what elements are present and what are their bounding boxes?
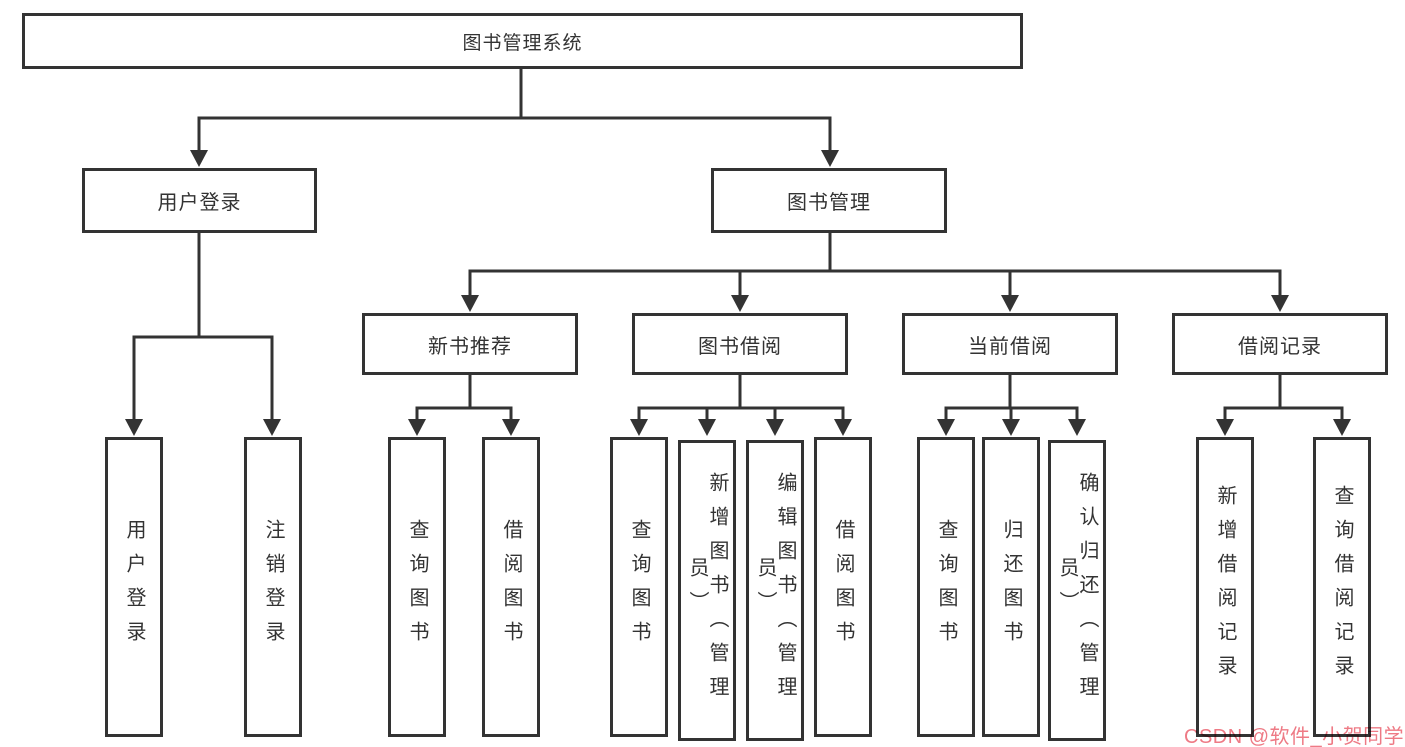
node-leaf-query-borrow-record: 查询借阅记录 [1313,437,1371,737]
arrowhead [1001,295,1019,312]
arrowhead [821,150,839,167]
node-label: 查询图书 [935,519,957,655]
node-current-borrow: 当前借阅 [902,313,1118,375]
arrowhead [630,419,648,436]
node-leaf-query-books-2: 查询图书 [610,437,668,737]
node-label: 新增借阅记录 [1214,485,1236,689]
node-library-management-system: 图书管理系统 [22,13,1023,69]
node-label: 图书借阅 [698,335,782,358]
node-label: 用户登录 [123,519,145,655]
arrowhead [408,419,426,436]
node-leaf-edit-books-admin: 编辑图书（管理员） [746,440,804,741]
node-label: 图书管理系统 [462,32,583,54]
node-label: 借阅图书 [832,519,854,655]
arrowhead [766,419,784,436]
node-borrow-records: 借阅记录 [1172,313,1388,375]
node-leaf-confirm-return-admin: 确认归还（管理员） [1048,440,1106,741]
node-leaf-add-books-admin: 新增图书（管理员） [678,440,736,741]
node-leaf-logout: 注销登录 [244,437,302,737]
arrowhead [731,295,749,312]
node-book-management-branch: 图书管理 [711,168,947,233]
arrowhead [502,419,520,436]
arrowhead [1333,419,1351,436]
arrowhead [1271,295,1289,312]
arrowhead [125,419,143,436]
node-label: 当前借阅 [968,335,1052,358]
arrowhead [461,295,479,312]
node-new-book-recommend: 新书推荐 [362,313,578,375]
node-leaf-query-books-3: 查询图书 [917,437,975,737]
arrowhead [263,419,281,436]
node-label: 编辑图书（管理员） [754,471,796,710]
node-label: 查询借阅记录 [1331,485,1353,689]
node-book-borrow: 图书借阅 [632,313,848,375]
node-label: 借阅记录 [1238,335,1322,358]
node-leaf-user-login: 用户登录 [105,437,163,737]
arrowhead [937,419,955,436]
arrowhead [698,419,716,436]
node-label: 查询图书 [628,519,650,655]
node-leaf-query-books-1: 查询图书 [388,437,446,737]
node-label: 确认归还（管理员） [1056,471,1098,710]
node-label: 用户登录 [157,192,242,214]
node-label: 借阅图书 [500,519,522,655]
node-label: 归还图书 [1000,519,1022,655]
arrowhead [1068,419,1086,436]
node-leaf-borrow-books-2: 借阅图书 [814,437,872,737]
csdn-watermark: CSDN @软件_小贺同学 [1184,726,1405,747]
node-label: 查询图书 [406,519,428,655]
arrowhead [1216,419,1234,436]
node-leaf-return-books: 归还图书 [982,437,1040,737]
node-leaf-add-borrow-record: 新增借阅记录 [1196,437,1254,737]
node-label: 新增图书（管理员） [686,471,728,710]
node-label: 新书推荐 [428,335,512,358]
arrowhead [1002,419,1020,436]
node-label: 注销登录 [262,519,284,655]
arrowhead [834,419,852,436]
node-label: 图书管理 [787,192,871,214]
node-leaf-borrow-books-1: 借阅图书 [482,437,540,737]
node-user-login-branch: 用户登录 [82,168,317,233]
arrowhead [190,150,208,167]
